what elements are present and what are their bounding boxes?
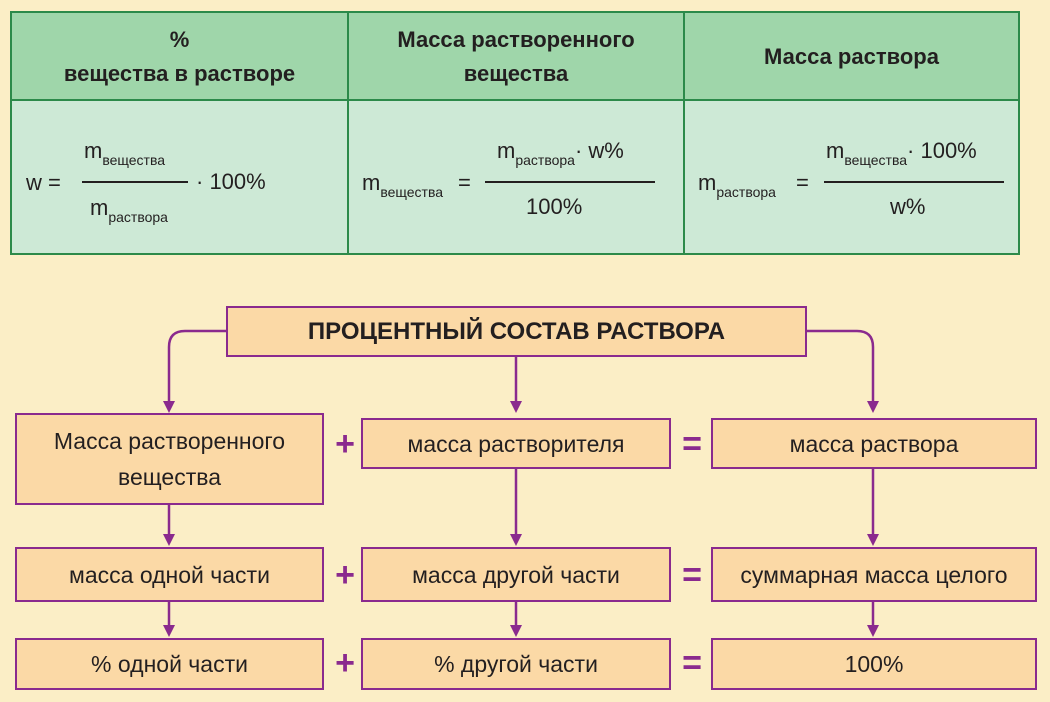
diagram-title-text: ПРОЦЕНТНЫЙ СОСТАВ РАСТВОРА [307,317,726,345]
formula3-num-rest: · 100% [907,138,977,163]
formula1-den-main: m [90,195,109,220]
header-solute-mass: Масса растворенного вещества [349,13,683,100]
formula-cell-2 [349,100,683,253]
box-total-percent: 100% [711,638,1037,690]
formula1-num-main: m [84,138,103,163]
formula-cell-3 [685,100,1018,253]
formula2-numerator: mраствора· w% [497,138,624,168]
box-total-mass-text: суммарная масса целого [740,561,1008,588]
formula2-denominator: 100% [526,194,583,219]
header-solution-mass-text: Масса раствора [764,43,939,69]
header-percent: % вещества в растворе [12,13,347,100]
equals-sign: = [682,425,702,463]
formula1-fraction-bar [82,181,188,183]
box-part-two-mass-text: масса другой части [412,561,620,588]
formula1-denominator: mраствора [90,195,168,225]
header-solution-mass: Масса раствора [685,13,1018,100]
table-divider [347,13,349,253]
formula1-den-sub: раствора [108,209,168,225]
box-solution-mass-text: масса раствора [789,430,959,457]
formula2-num-sub: раствора [515,152,575,168]
box-part-one-percent: % одной части [15,638,324,690]
box-solvent-mass-text: масса растворителя [407,430,625,457]
table-divider [12,99,1018,101]
arrow-title-to-solution [807,329,879,413]
formula3-num-main: m [826,138,845,163]
formula3-num-sub: вещества [844,152,908,168]
box-part-one-mass-text: масса одной части [69,561,270,588]
header-percent-text: % вещества в растворе [63,26,296,86]
formula2-fraction-bar [485,181,655,183]
header-solute-mass-text: Масса растворенного вещества [397,26,635,86]
formula3-denominator: w% [890,194,926,219]
box-part-two-percent: % другой части [361,638,671,690]
equals-sign: = [682,556,702,594]
formula2-num-main: m [497,138,516,163]
formula2-equals: = [458,170,471,195]
box-part-one-percent-text: % одной части [91,651,248,677]
formula1-factor: · 100% [196,169,266,194]
formula1-num-sub: вещества [102,152,166,168]
diagram-title: ПРОЦЕНТНЫЙ СОСТАВ РАСТВОРА [226,306,807,357]
formula2-lhs-main: m [362,170,381,195]
box-solution-mass: масса раствора [711,418,1037,469]
box-part-two-mass: масса другой части [361,547,671,602]
box-solute-mass-text: Масса растворенного вещества [53,428,286,490]
arrow-title-to-solute [163,329,226,413]
plus-sign: + [335,556,355,594]
formula3-fraction-bar [824,181,1004,183]
formula3-lhs-main: m [698,170,717,195]
formula3-lhs-sub: раствора [716,184,776,200]
box-solvent-mass: масса растворителя [361,418,671,469]
box-part-one-mass: масса одной части [15,547,324,602]
formula1-lhs: w = [26,170,61,195]
box-solute-mass: Масса растворенного вещества [15,413,324,505]
box-part-two-percent-text: % другой части [434,651,598,677]
formula3-equals: = [796,170,809,195]
formula-cell-1 [12,100,347,253]
formula1-numerator: mвещества [84,138,165,168]
table-divider [683,13,685,253]
formula2-lhs-sub: вещества [380,184,444,200]
plus-sign: + [335,425,355,463]
formula2-lhs: mвещества [362,170,443,200]
plus-sign: + [335,644,355,682]
formula3-lhs: mраствора [698,170,776,200]
formula3-numerator: mвещества· 100% [826,138,977,168]
equals-sign: = [682,644,702,682]
formula2-num-rest: · w% [574,138,624,163]
box-total-percent-text: 100% [844,651,904,677]
formula-table: % вещества в растворе Масса растворенног… [10,11,1020,255]
box-total-mass: суммарная масса целого [711,547,1037,602]
